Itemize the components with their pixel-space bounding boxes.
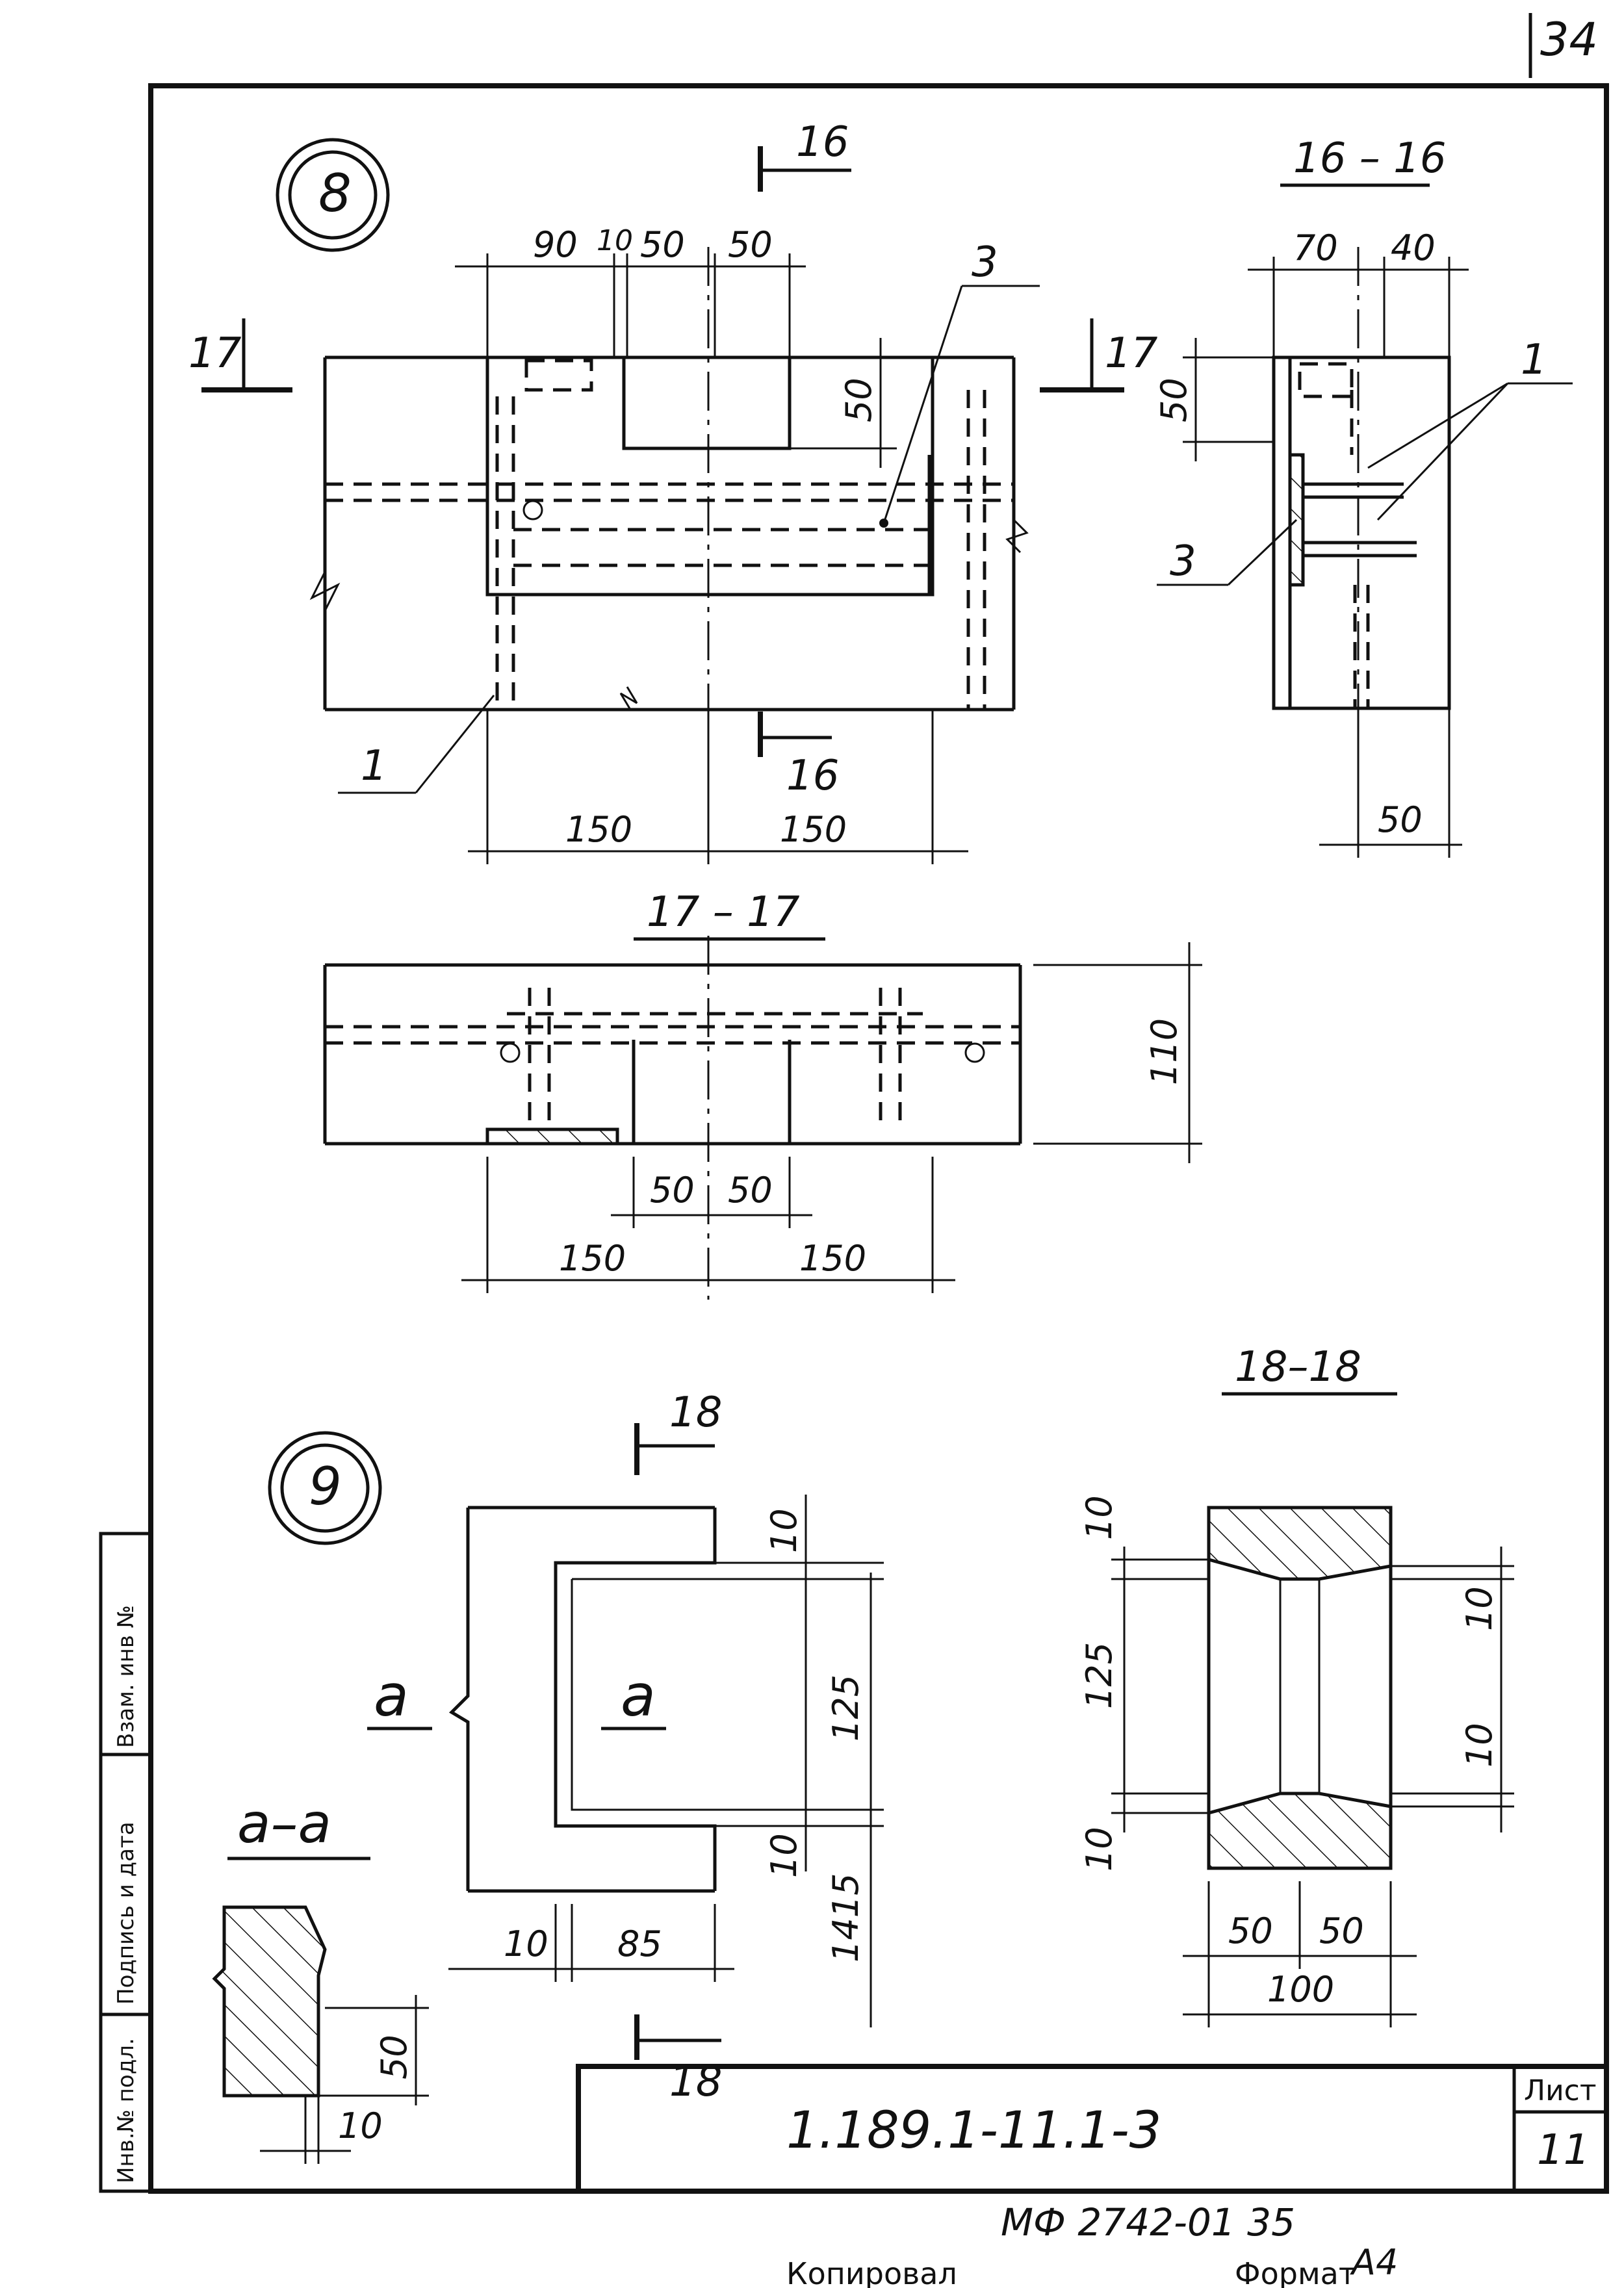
section-18-dim-100: 100 [1267, 1969, 1334, 2010]
page-number: 34 [1540, 13, 1598, 66]
section-a-dim-50: 50 [374, 2035, 415, 2079]
section-16-title: 16 – 16 [1293, 135, 1447, 183]
dim-50-b: 50 [728, 224, 773, 265]
dim-90: 90 [533, 224, 578, 265]
detail-9-marker-outer [268, 1431, 382, 1545]
callout-1-leader [415, 695, 495, 793]
break-mark-bottom [619, 686, 638, 710]
section-18-dim-10-bl: 10 [1079, 1827, 1120, 1871]
section-16-dim-40: 40 [1391, 227, 1436, 268]
detail-8-plan: 8 16 16 17 17 [188, 118, 1158, 864]
detail-8-marker-inner [288, 150, 378, 240]
view-a-left: a [374, 1662, 409, 1729]
section-a-title: a–a [237, 1792, 331, 1855]
section-a-a: a–a 50 10 [212, 1792, 429, 2164]
detail-9-dim-10c: 10 [504, 1923, 548, 1964]
section-17-left-label: 17 [188, 329, 242, 378]
callout-3: 3 [972, 238, 998, 287]
section-16-outline [1272, 355, 1451, 710]
detail-9-dim-125: 125 [825, 1675, 866, 1742]
section-18-dim-10-tr: 10 [1459, 1586, 1500, 1631]
section-18-dim-10-br: 10 [1459, 1723, 1500, 1767]
dim-150-a: 150 [565, 809, 632, 850]
section-17-title: 17 – 17 [647, 888, 800, 936]
title-block-sheet-label: Лист [1524, 2074, 1597, 2107]
dim-50-vertical: 50 [838, 378, 879, 422]
section-16-callout-3-leader [1227, 519, 1298, 586]
section-17-dim-110: 110 [1144, 1018, 1185, 1085]
detail-8-marker-outer [276, 138, 390, 252]
dim-150-b: 150 [780, 809, 847, 850]
dim-50-a: 50 [640, 224, 685, 265]
section-18-top-label: 18 [669, 1389, 722, 1437]
section-17-dim-50a: 50 [650, 1170, 695, 1211]
footer-code: МФ 2742-01 35 [1001, 2200, 1295, 2244]
view-a-inner: a [621, 1662, 656, 1729]
section-16-callout-1-leader-b [1376, 382, 1509, 521]
detail-9-notch [554, 1508, 717, 1891]
detail-9-dim-85: 85 [617, 1923, 662, 1964]
section-17-hole-l [500, 1042, 521, 1063]
side-stamp-replace: Взам. инв № [113, 1605, 139, 1748]
section-16-dim-50v-text: 50 [1154, 378, 1194, 422]
section-17-dim-150b: 150 [799, 1238, 866, 1279]
plate-outline [485, 355, 934, 597]
section-17-17: 17 – 17 110 50 50 150 150 [323, 888, 1202, 1300]
section-16-callout-1: 1 [1521, 336, 1547, 384]
detail-9-left-break [448, 1508, 470, 1891]
detail-9-label: 9 [309, 1456, 342, 1517]
anchor-hole [522, 500, 543, 521]
section-18-dim-50a: 50 [1228, 1910, 1273, 1951]
title-block-frame [576, 2064, 1609, 2194]
break-mark-left [309, 571, 341, 611]
detail-9-marker-inner [280, 1443, 370, 1533]
section-18-dim-10-tl: 10 [1079, 1495, 1120, 1540]
section-16-bottom-label: 16 [786, 752, 839, 800]
footer-format-value: А4 [1350, 2242, 1398, 2283]
section-17-hole-r [964, 1042, 985, 1063]
section-16-dim-50b: 50 [1378, 799, 1423, 840]
section-18-18: 18–18 10 125 10 10 10 50 50 100 [1079, 1343, 1514, 2027]
detail-9-dim-10b: 10 [764, 1833, 805, 1878]
side-stamp-inv-no: Инв.№ подл. [113, 2038, 139, 2183]
break-mark-right [1005, 519, 1029, 554]
hidden-anchor-head [524, 359, 593, 392]
dim-10: 10 [597, 224, 633, 257]
section-16-callout-1-leader-a [1367, 382, 1508, 469]
section-16-top-label: 16 [796, 118, 849, 166]
detail-8-label: 8 [318, 163, 352, 224]
section-16-hidden-head [1298, 362, 1354, 398]
section-17-dim-50b: 50 [728, 1170, 773, 1211]
section-18-hatch-bottom [1207, 1792, 1393, 1870]
detail-9-notch-inner [571, 1578, 715, 1811]
section-17-dim-150a: 150 [559, 1238, 626, 1279]
title-block-sheet-number: 11 [1537, 2126, 1590, 2174]
section-18-title: 18–18 [1235, 1343, 1361, 1391]
title-block-designation: 1.189.1-11.1-3 [786, 2102, 1161, 2160]
section-18-dim-50b: 50 [1319, 1910, 1364, 1951]
section-17-right-label: 17 [1105, 329, 1158, 378]
section-a-hatch [212, 1905, 327, 2098]
section-16-dim-70: 70 [1293, 227, 1338, 268]
section-18-hatch-top [1207, 1506, 1393, 1581]
callout-3-dot [879, 519, 888, 528]
section-16-16: 16 – 16 70 40 50 50 1 3 [1154, 135, 1573, 858]
footer-format-label: Формат [1235, 2256, 1356, 2288]
title-block: 1.189.1-11.1-3 Лист 11 [576, 2064, 1609, 2194]
callout-1: 1 [361, 742, 387, 790]
side-stamp: Инв.№ подл. Подпись и дата Взам. инв № [99, 1532, 153, 2193]
detail-9-dim-10a: 10 [764, 1508, 805, 1553]
detail-9: 9 18 18 a a 10 125 10 1415 10 85 [268, 1389, 884, 2106]
side-stamp-signature: Подпись и дата [113, 1821, 139, 2005]
section-a-dim-10: 10 [338, 2105, 383, 2146]
section-18-dim-125: 125 [1079, 1642, 1120, 1709]
side-stamp-frame [99, 1532, 153, 2193]
section-17-plate-hatch [485, 1127, 619, 1146]
callout-3-leader [883, 285, 963, 524]
section-16-callout-3: 3 [1170, 537, 1196, 585]
notch-outline [622, 357, 792, 450]
detail-9-dim-1415: 1415 [825, 1873, 866, 1962]
footer-copied: Копировал [786, 2256, 957, 2288]
